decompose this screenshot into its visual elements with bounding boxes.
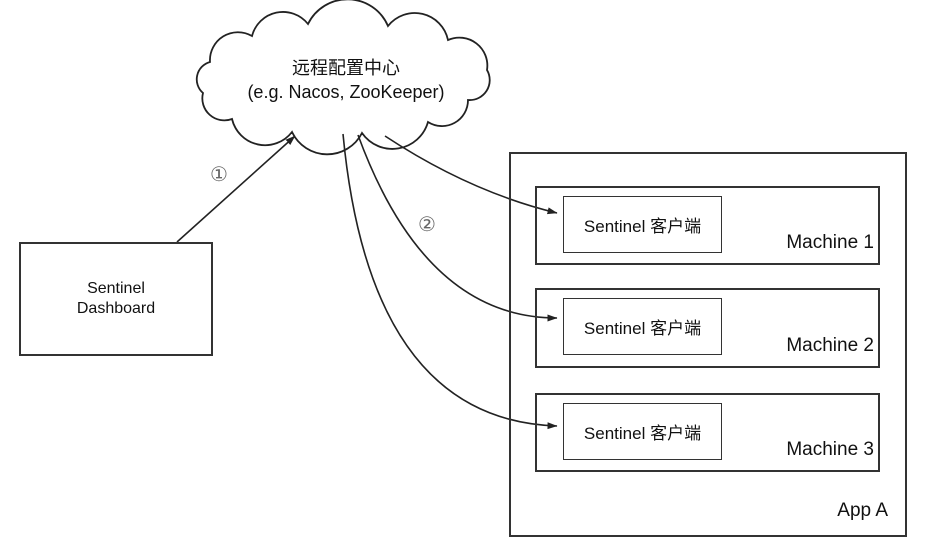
machine-3-label: Machine 3 bbox=[786, 439, 874, 460]
step-1-annotation: ① bbox=[210, 164, 228, 186]
sentinel-dashboard-box: Sentinel Dashboard bbox=[19, 242, 213, 356]
config-center-subtitle: (e.g. Nacos, ZooKeeper) bbox=[247, 82, 445, 102]
sentinel-client-box-2: Sentinel 客户端 bbox=[563, 298, 722, 355]
sentinel-dashboard-label: Sentinel Dashboard bbox=[77, 279, 155, 319]
sentinel-dashboard-label-line2: Dashboard bbox=[76, 300, 156, 317]
app-a-label: App A bbox=[837, 500, 888, 521]
config-center-cloud-label: 远程配置中心 (e.g. Nacos, ZooKeeper) bbox=[185, 56, 507, 104]
config-center-title: 远程配置中心 bbox=[292, 58, 400, 78]
sentinel-client-box-1: Sentinel 客户端 bbox=[563, 196, 722, 253]
sentinel-client-label-1: Sentinel 客户端 bbox=[583, 217, 702, 236]
machine-1-box: Sentinel 客户端 Machine 1 bbox=[535, 186, 880, 265]
sentinel-client-label-2: Sentinel 客户端 bbox=[583, 319, 702, 338]
app-a-box: Sentinel 客户端 Machine 1 Sentinel 客户端 Mach… bbox=[509, 152, 907, 537]
config-center-cloud-shape bbox=[195, 0, 491, 156]
sentinel-client-label-3: Sentinel 客户端 bbox=[583, 424, 702, 443]
sentinel-client-box-3: Sentinel 客户端 bbox=[563, 403, 722, 460]
sentinel-dashboard-label-line1: Sentinel bbox=[87, 280, 145, 297]
machine-2-label: Machine 2 bbox=[786, 335, 874, 356]
machine-2-box: Sentinel 客户端 Machine 2 bbox=[535, 288, 880, 368]
arrow-cloud-to-machine-2 bbox=[357, 134, 558, 322]
step-2-annotation: ② bbox=[418, 214, 436, 236]
arrow-dashboard-to-cloud bbox=[176, 135, 296, 243]
machine-3-box: Sentinel 客户端 Machine 3 bbox=[535, 393, 880, 472]
machine-1-label: Machine 1 bbox=[786, 232, 874, 253]
